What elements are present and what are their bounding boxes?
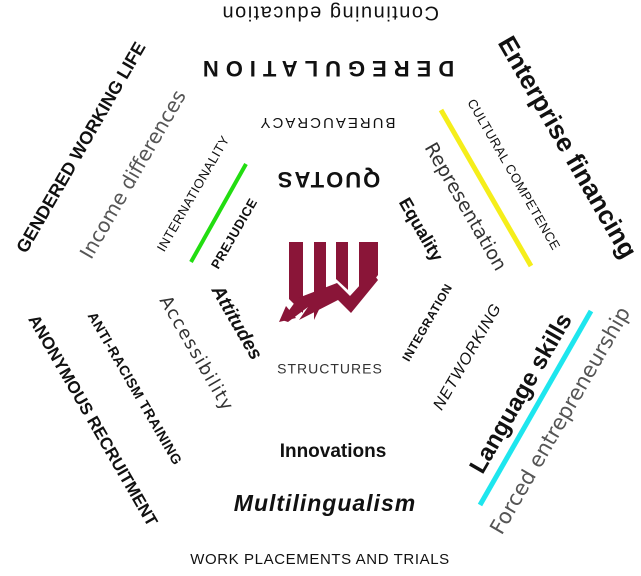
declining-bar-chart-icon: [279, 242, 378, 322]
label-enterprise-financing: Enterprise financing: [492, 31, 641, 264]
cyan-highlight-bar: [477, 309, 594, 507]
label-internationality: INTERNATIONALITY: [154, 133, 233, 254]
label-attitudes: Attitudes: [206, 281, 266, 364]
yellow-highlight-bar: [438, 108, 534, 268]
label-multilingualism: Multilingualism: [234, 490, 416, 516]
label-structures: STRUCTURES: [277, 361, 383, 377]
label-quotas: QUOTAS: [276, 167, 380, 192]
label-continuing-education: Continuing education: [221, 2, 439, 24]
green-highlight-bar: [189, 163, 248, 263]
label-prejudice: PREJUDICE: [208, 196, 260, 272]
label-innovations: Innovations: [280, 441, 387, 462]
label-deregulation: DEREGULATION: [196, 56, 454, 81]
label-networking: NETWORKING: [430, 301, 505, 414]
label-gendered-working-life: GENDERED WORKING LIFE: [12, 38, 149, 256]
label-equality: Equality: [395, 194, 447, 265]
label-integration: INTEGRATION: [399, 281, 455, 364]
label-anonymous-recruitment: ANONYMOUS RECRUITMENT: [24, 311, 161, 530]
label-work-placements: WORK PLACEMENTS AND TRIALS: [190, 551, 450, 568]
label-bureaucracy: BUREAUCRACY: [258, 114, 395, 131]
